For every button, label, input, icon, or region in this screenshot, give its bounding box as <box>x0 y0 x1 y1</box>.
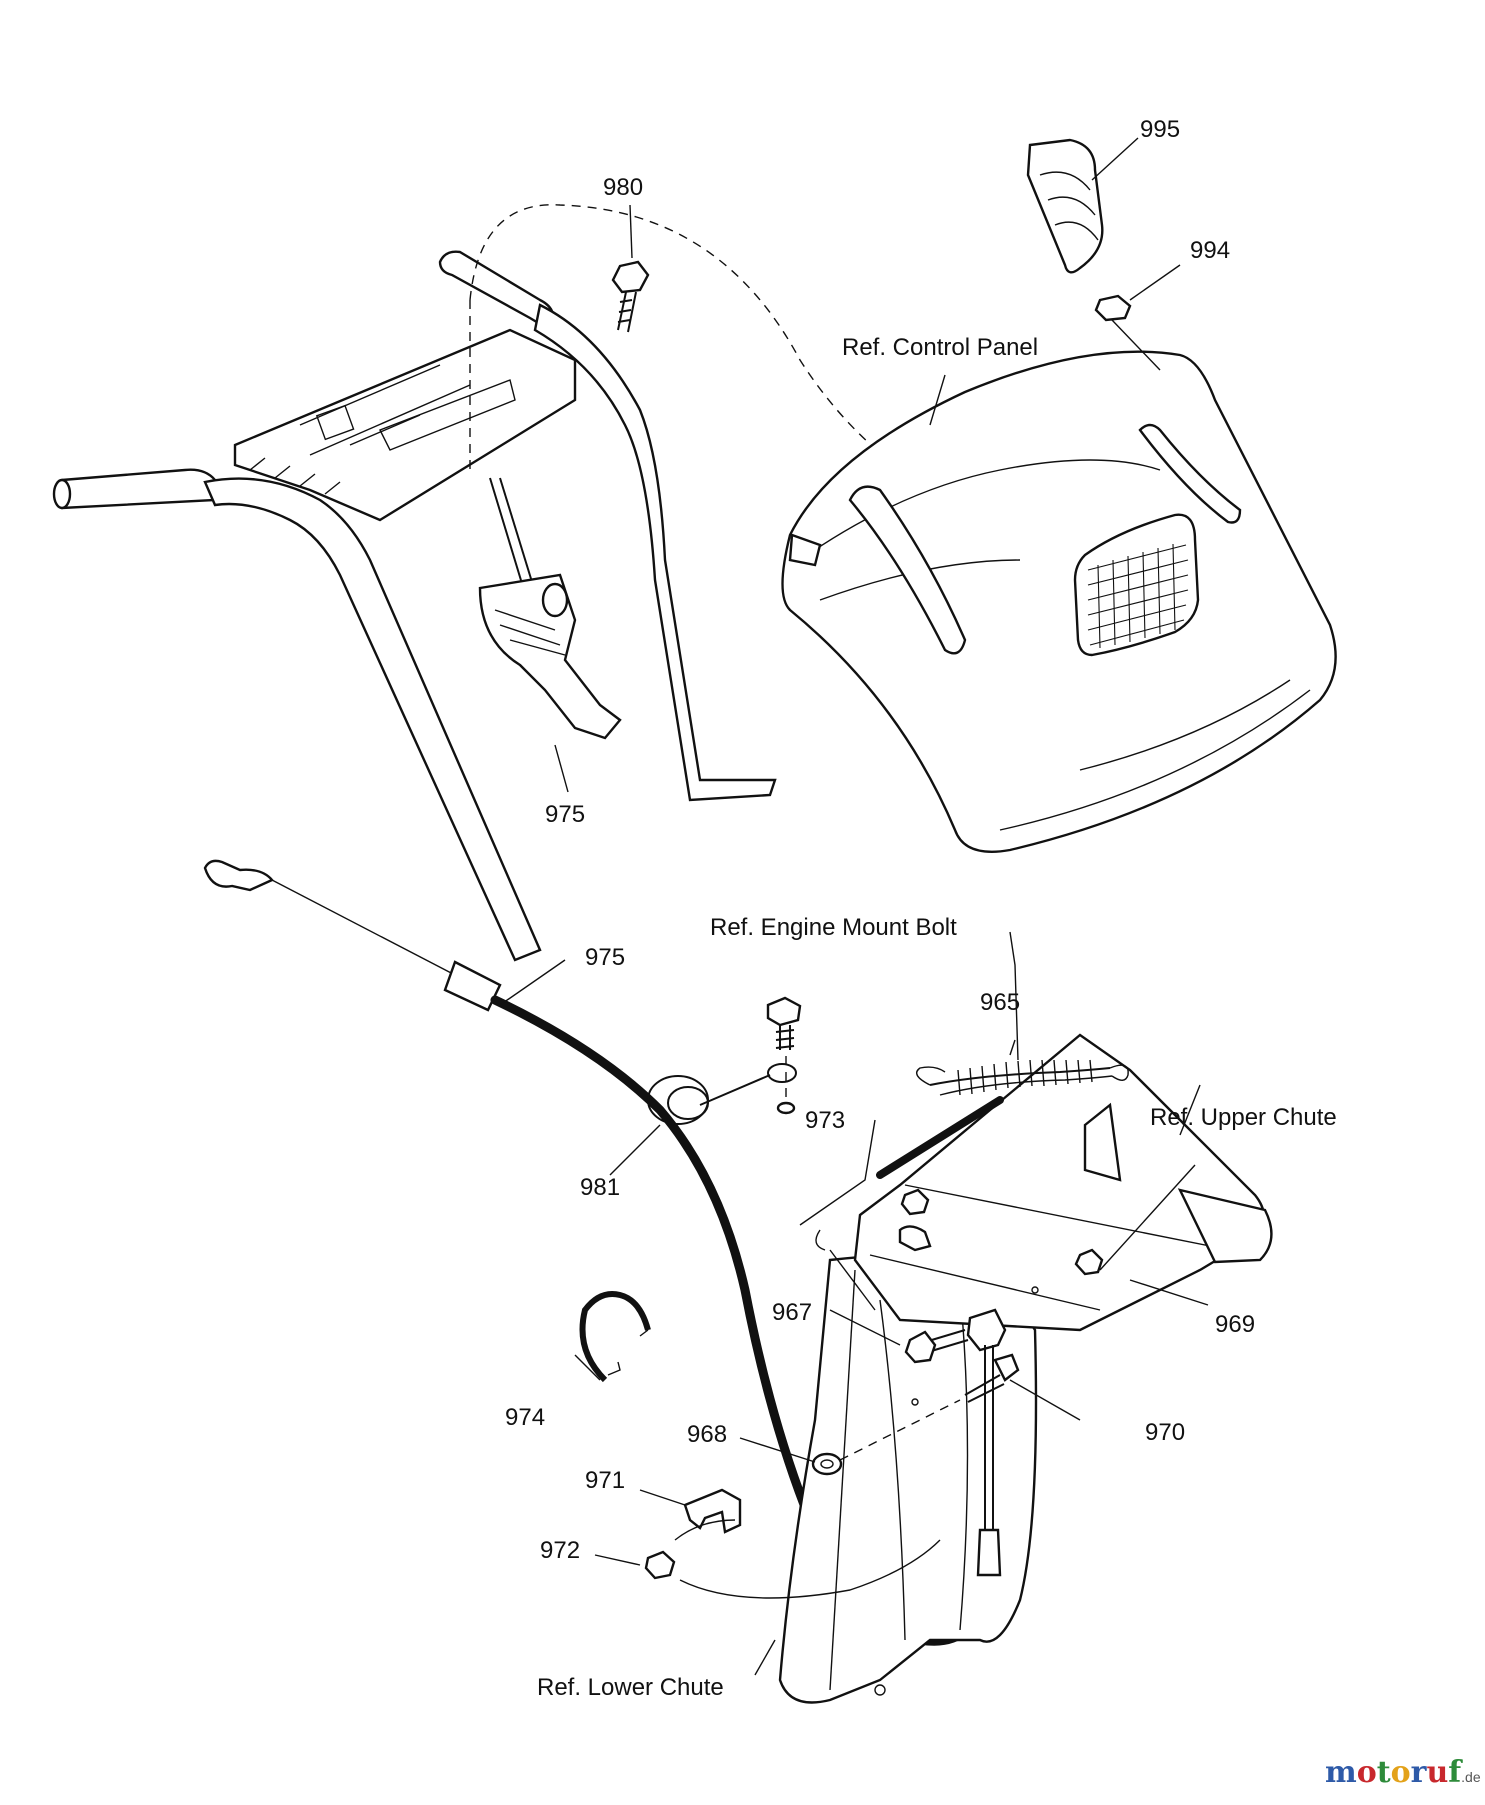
engine-mount-bolt <box>766 996 802 1115</box>
label-969: 969 <box>1215 1311 1255 1338</box>
label-ref-upper-chute: Ref. Upper Chute <box>1150 1104 1337 1131</box>
grip-995 <box>1026 138 1104 274</box>
label-974: 974 <box>505 1404 545 1431</box>
label-967: 967 <box>772 1299 812 1326</box>
watermark-letter: o <box>1391 1755 1411 1790</box>
watermark-letter: m <box>1325 1755 1357 1790</box>
label-968: 968 <box>687 1421 727 1448</box>
upper-chute <box>853 1033 1273 1332</box>
label-980: 980 <box>603 174 643 201</box>
rod-973 <box>876 1096 1004 1179</box>
control-panel <box>781 350 1337 853</box>
label-972: 972 <box>540 1537 580 1564</box>
label-ref-control-panel: Ref. Control Panel <box>842 334 1038 361</box>
ring-clip-974 <box>579 1291 651 1383</box>
watermark-letter: u <box>1426 1755 1448 1790</box>
label-995: 995 <box>1140 116 1180 143</box>
label-975-cable: 975 <box>585 944 625 971</box>
chute-hardware <box>811 1188 1104 1577</box>
watermark-logo: motoruf.de <box>1325 1755 1481 1790</box>
part-labels: 995 994 980 Ref. Control Panel 975 Ref. … <box>505 116 1337 1701</box>
assembly-loop-lower <box>674 1519 941 1599</box>
watermark-tld: .de <box>1461 1769 1481 1785</box>
watermark-letter: o <box>1357 1755 1377 1790</box>
nut-994 <box>1094 294 1161 371</box>
leader-lines <box>499 137 1209 1676</box>
label-973: 973 <box>805 1107 845 1134</box>
nut-972 <box>644 1550 676 1580</box>
bolt-980 <box>611 260 650 333</box>
handle-assembly <box>52 250 777 962</box>
label-975-lever: 975 <box>545 801 585 828</box>
watermark-letter: r <box>1411 1755 1428 1790</box>
clip-971 <box>683 1488 742 1534</box>
spring-965 <box>916 1039 1129 1096</box>
label-965: 965 <box>980 989 1020 1016</box>
watermark-letter: t <box>1377 1755 1391 1790</box>
watermark-letter: f <box>1448 1755 1463 1790</box>
label-994: 994 <box>1190 237 1230 264</box>
vent-grille <box>1087 543 1189 649</box>
label-970: 970 <box>1145 1419 1185 1446</box>
label-ref-lower-chute: Ref. Lower Chute <box>537 1674 724 1701</box>
watermark-text: motoruf.de <box>1325 1755 1481 1790</box>
label-ref-engine-mount-bolt: Ref. Engine Mount Bolt <box>710 914 957 941</box>
label-981: 981 <box>580 1174 620 1201</box>
label-971: 971 <box>585 1467 625 1494</box>
leader-973 <box>799 1119 876 1226</box>
